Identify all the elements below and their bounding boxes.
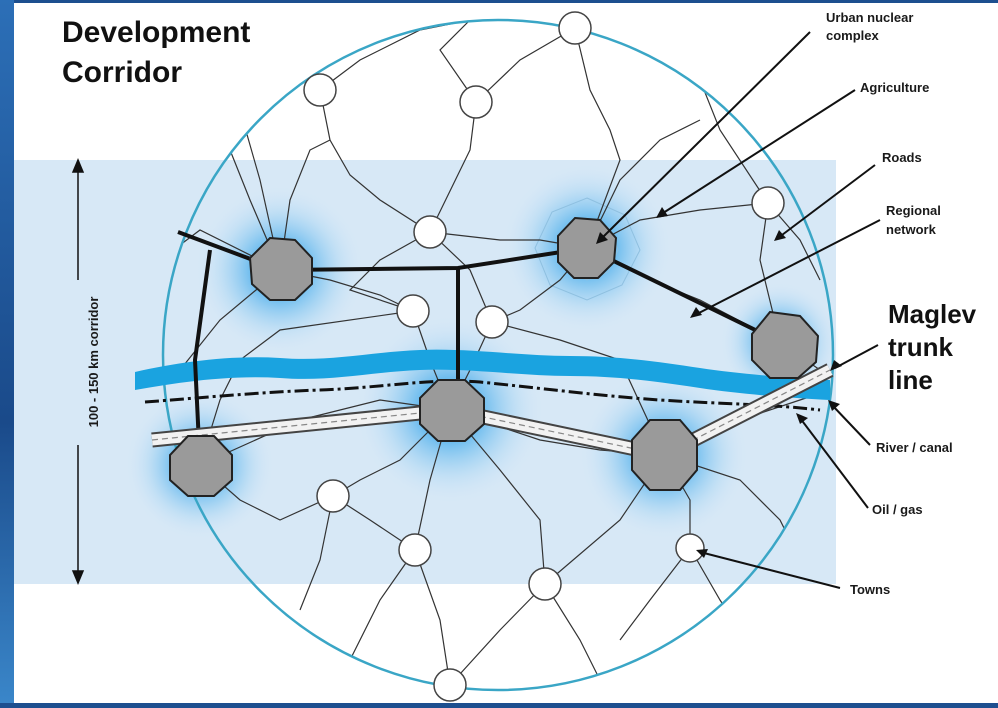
- regional-link: [586, 246, 781, 344]
- arrowhead-icon: [796, 413, 808, 424]
- road: [429, 231, 493, 323]
- diagram-canvas: 100 - 150 km corridor Development Corrid…: [14, 3, 998, 703]
- road: [319, 20, 471, 91]
- town: [303, 73, 337, 107]
- development-area-circle: [161, 18, 835, 692]
- road: [449, 409, 546, 585]
- urban-complex: [248, 236, 313, 301]
- town: [413, 215, 447, 249]
- town: [751, 186, 785, 220]
- frame-left-border: [0, 0, 14, 703]
- urban-complex: [631, 419, 698, 491]
- road: [574, 27, 621, 249]
- road: [349, 549, 416, 661]
- road: [491, 321, 665, 456]
- leader-arrowheads: [596, 207, 842, 558]
- town: [398, 533, 432, 567]
- development-corridor-diagram: 100 - 150 km corridor Development Corrid…: [14, 10, 977, 702]
- arrowhead-icon: [830, 360, 842, 371]
- road: [586, 119, 701, 249]
- arrowhead-icon: [596, 232, 608, 244]
- road: [475, 27, 576, 103]
- leader-agriculture: [659, 89, 856, 216]
- road: [439, 20, 477, 103]
- arrowhead-icon: [774, 230, 786, 241]
- label-urban-nuclear-line-1: Urban nuclear: [826, 10, 913, 25]
- town: [459, 85, 493, 119]
- oil-gas-pipeline: [144, 379, 821, 412]
- corridor-width-label: 100 - 150 km corridor: [86, 297, 101, 428]
- town: [475, 305, 509, 339]
- arrowhead-icon: [690, 307, 702, 318]
- road: [299, 495, 334, 611]
- leader-oil-gas: [799, 417, 869, 509]
- frame-top-border: [0, 0, 998, 3]
- leader-roads: [777, 164, 876, 239]
- road: [449, 583, 546, 686]
- town: [675, 533, 705, 563]
- leader-towns: [699, 551, 841, 589]
- arrowhead-icon: [656, 207, 668, 218]
- arrow-up-icon: [71, 158, 85, 173]
- town: [396, 294, 430, 328]
- town: [528, 567, 562, 601]
- town: [316, 479, 350, 513]
- label-towns: Towns: [850, 582, 890, 597]
- label-agriculture: Agriculture: [860, 80, 929, 95]
- leader-river: [831, 404, 871, 446]
- title-line-2: Corridor: [62, 56, 182, 89]
- label-river-canal: River / canal: [876, 440, 953, 455]
- road: [544, 583, 601, 681]
- road: [199, 399, 451, 466]
- title-line-1: Development: [62, 16, 250, 49]
- maglev-track-center: [151, 369, 831, 456]
- urban-complexes: [169, 216, 820, 497]
- leader-lines: [599, 31, 881, 589]
- label-urban-nuclear-line-2: complex: [826, 28, 880, 43]
- urban-complex: [751, 310, 820, 379]
- urban-complex: [419, 379, 485, 442]
- road: [319, 89, 431, 233]
- road: [348, 231, 431, 312]
- ring: [534, 197, 641, 301]
- label-maglev-line-3: line: [888, 365, 933, 395]
- leader-urban: [599, 31, 811, 241]
- label-regional-line-2: network: [886, 222, 937, 237]
- label-roads: Roads: [882, 150, 922, 165]
- road: [619, 547, 691, 641]
- towns: [303, 11, 785, 702]
- town: [433, 668, 467, 702]
- road: [414, 549, 451, 686]
- maglev-trunk-line: [151, 363, 834, 463]
- arrowhead-icon: [828, 400, 840, 411]
- label-oil-gas: Oil / gas: [872, 502, 923, 517]
- river-canal: [135, 349, 830, 400]
- label-maglev-line-1: Maglev: [888, 299, 977, 329]
- town: [558, 11, 592, 45]
- road: [279, 139, 331, 271]
- leader-regional: [694, 219, 881, 316]
- arrowhead-icon: [696, 549, 708, 558]
- label-regional-line-1: Regional: [886, 203, 941, 218]
- corridor-width-indicator: [71, 158, 85, 585]
- label-maglev-line-2: trunk: [888, 332, 954, 362]
- urban-complex: [557, 216, 618, 279]
- urban-complex: [169, 435, 233, 497]
- leader-maglev: [834, 344, 879, 369]
- arrow-down-icon: [71, 570, 85, 585]
